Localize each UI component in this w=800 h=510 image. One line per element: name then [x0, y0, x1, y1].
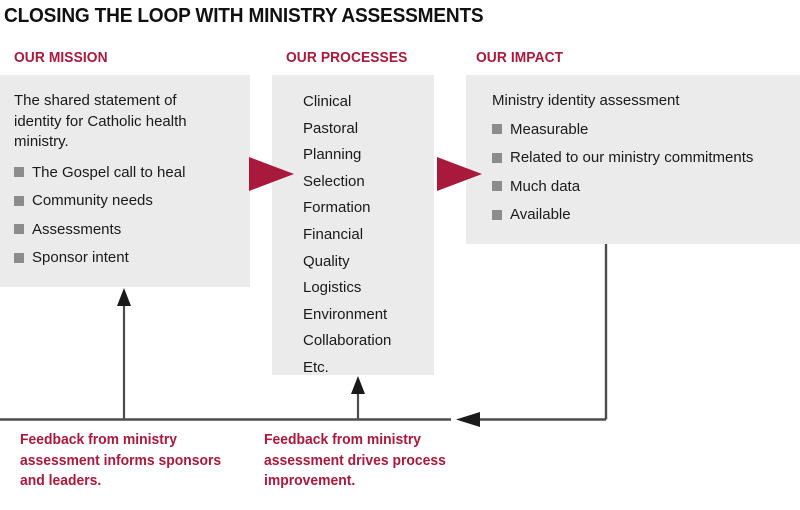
column-heading-impact: OUR IMPACT	[476, 50, 564, 66]
square-bullet-icon	[14, 224, 24, 235]
up-arrow-icon	[117, 288, 131, 306]
list-item-label: The Gospel call to heal	[32, 163, 186, 181]
list-item-label: Sponsor intent	[32, 249, 129, 267]
list-item: Logistics	[303, 279, 362, 297]
panel-mission: The shared statement of identity for Cat…	[0, 75, 250, 287]
list-item-label: Much data	[510, 177, 581, 195]
list-item: Available	[492, 201, 753, 230]
square-bullet-icon	[492, 181, 502, 192]
list-item: Related to our ministry commitments	[492, 144, 753, 173]
square-bullet-icon	[14, 252, 24, 263]
impact-intro-text: Ministry identity assessment	[492, 92, 680, 109]
impact-bullet-list: Measurable Related to our ministry commi…	[492, 115, 753, 229]
list-item-label: Assessments	[32, 220, 122, 238]
list-item: Community needs	[14, 187, 185, 216]
caption-feedback-left: Feedback from ministry assessment inform…	[20, 432, 222, 489]
square-bullet-icon	[492, 209, 502, 220]
square-bullet-icon	[14, 167, 24, 178]
list-item-label: Related to our ministry commitments	[510, 149, 754, 167]
list-item: Clinical	[303, 93, 352, 110]
column-heading-mission: OUR MISSION	[14, 50, 108, 66]
list-item-label: Available	[510, 206, 571, 224]
list-item: Financial	[303, 225, 364, 243]
list-item: Environment	[303, 305, 388, 323]
square-bullet-icon	[14, 195, 24, 206]
panel-impact: Ministry identity assessment Measurable …	[466, 75, 800, 244]
list-item-label: Measurable	[510, 120, 589, 138]
list-item: Selection	[303, 172, 365, 190]
list-item: Planning	[303, 146, 362, 164]
list-item: Quality	[303, 252, 350, 270]
panel-mission-content: The shared statement of identity for Cat…	[0, 75, 250, 287]
caption-feedback-right: Feedback from ministry assessment drives…	[264, 432, 446, 489]
mission-intro-text: The shared statement of identity for Cat…	[14, 92, 187, 150]
list-item: Etc.	[303, 358, 329, 376]
square-bullet-icon	[492, 124, 502, 135]
list-item: Formation	[303, 199, 371, 217]
list-item: Collaboration	[303, 332, 392, 350]
column-heading-processes: OUR PROCESSES	[286, 50, 408, 66]
list-item: Much data	[492, 172, 753, 201]
mission-bullet-list: The Gospel call to heal Community needs …	[14, 158, 185, 272]
list-item: The Gospel call to heal	[14, 158, 185, 187]
panel-impact-content: Ministry identity assessment Measurable …	[466, 75, 800, 244]
page-title: CLOSING THE LOOP WITH MINISTRY ASSESSMEN…	[4, 4, 484, 27]
list-item-label: Community needs	[32, 192, 153, 210]
panel-processes: Clinical Pastoral Planning Selection For…	[272, 75, 434, 376]
list-item: Sponsor intent	[14, 244, 185, 273]
left-arrow-icon	[456, 412, 480, 427]
processes-list: Clinical Pastoral Planning Selection For…	[303, 92, 391, 385]
list-item: Assessments	[14, 215, 185, 244]
square-bullet-icon	[492, 152, 502, 163]
list-item: Pastoral	[303, 119, 359, 137]
list-item: Measurable	[492, 115, 753, 144]
